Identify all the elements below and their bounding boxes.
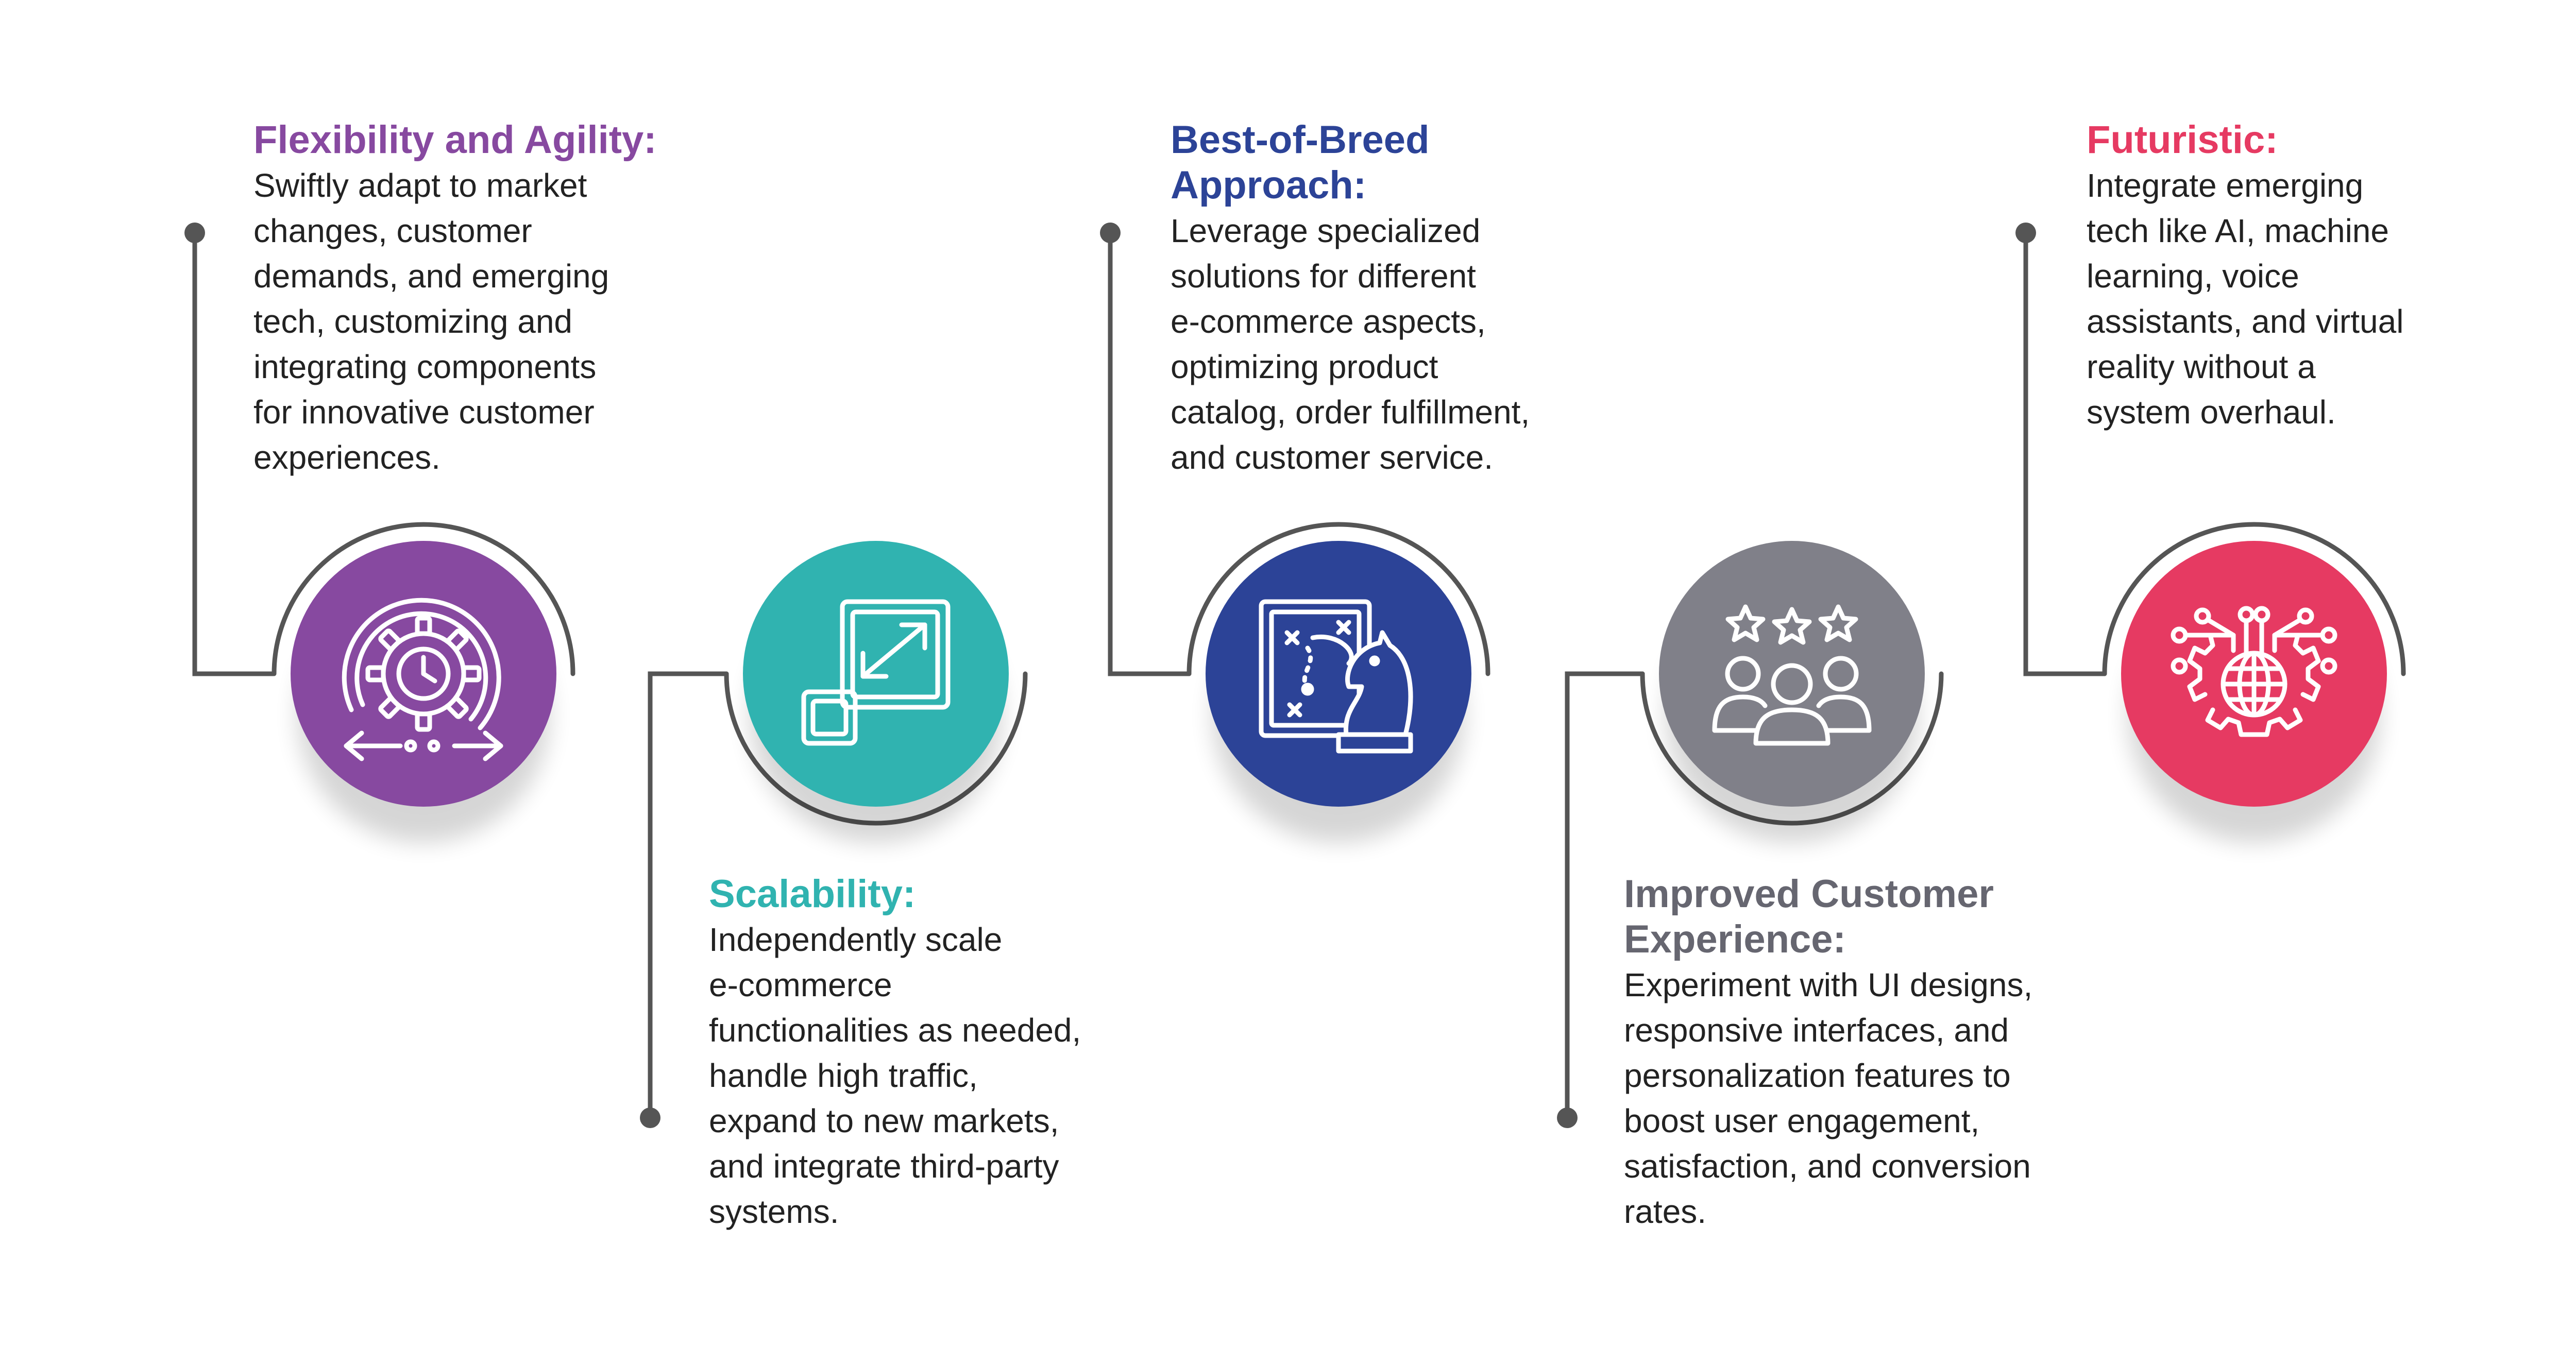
block-flexibility: Flexibility and Agility: Swiftly adapt t… bbox=[253, 117, 769, 480]
body-line: Swiftly adapt to market bbox=[253, 167, 587, 204]
block-customer-experience: Improved Customer Experience: Experiment… bbox=[1624, 872, 2139, 1234]
circle-customer-experience bbox=[1659, 541, 1925, 807]
body-flexibility: Swiftly adapt to market changes, custome… bbox=[253, 163, 769, 480]
body-line: catalog, order fulfillment, bbox=[1171, 394, 1530, 431]
body-line: solutions for different bbox=[1171, 258, 1476, 295]
title-scalability: Scalability: bbox=[709, 872, 916, 916]
title-line: Improved Customer bbox=[1624, 872, 1994, 916]
body-line: changes, customer bbox=[253, 212, 532, 249]
connector-best-of-breed bbox=[1108, 230, 1192, 676]
body-best-of-breed: Leverage specialized solutions for diffe… bbox=[1171, 208, 1686, 480]
body-line: handle high traffic, bbox=[709, 1057, 978, 1094]
resize-squares-icon bbox=[801, 599, 951, 746]
title-flexibility: Flexibility and Agility: bbox=[253, 118, 657, 162]
circles bbox=[291, 541, 2387, 843]
body-line: functionalities as needed, bbox=[709, 1012, 1081, 1049]
arc-futuristic bbox=[2102, 522, 2406, 676]
body-scalability: Independently scale e-commerce functiona… bbox=[709, 917, 1224, 1234]
title-line: Approach: bbox=[1171, 163, 1366, 207]
body-line: e-commerce aspects, bbox=[1171, 303, 1486, 340]
arc-best-of-breed bbox=[1187, 522, 1490, 676]
title-futuristic: Futuristic: bbox=[2087, 118, 2278, 162]
body-line: tech like AI, machine bbox=[2087, 212, 2389, 249]
body-line: personalization features to bbox=[1624, 1057, 2011, 1094]
title-best-of-breed: Best-of-Breed Approach: bbox=[1171, 117, 1686, 208]
dot-scalability bbox=[640, 1108, 660, 1128]
body-line: assistants, and virtual bbox=[2087, 303, 2404, 340]
body-line: e-commerce bbox=[709, 966, 892, 1003]
body-line: Experiment with UI designs, bbox=[1624, 966, 2033, 1003]
body-line: experiences. bbox=[253, 439, 440, 476]
title-customer-experience: Improved Customer Experience: bbox=[1624, 872, 2139, 962]
connector-scalability bbox=[648, 671, 729, 1120]
body-line: Leverage specialized bbox=[1171, 212, 1481, 249]
body-line: rates. bbox=[1624, 1193, 1707, 1230]
body-line: boost user engagement, bbox=[1624, 1102, 1980, 1139]
dot-flexibility bbox=[184, 223, 205, 243]
block-best-of-breed: Best-of-Breed Approach: Leverage special… bbox=[1171, 117, 1686, 480]
connector-customer-experience bbox=[1565, 671, 1645, 1120]
body-futuristic: Integrate emerging tech like AI, machine… bbox=[2087, 163, 2576, 435]
circle-scalability bbox=[743, 541, 1009, 807]
chess-strategy-icon bbox=[1259, 599, 1413, 754]
block-scalability: Scalability: Independently scale e-comme… bbox=[709, 872, 1224, 1234]
body-line: integrating components bbox=[253, 348, 597, 385]
body-line: satisfaction, and conversion bbox=[1624, 1148, 2031, 1185]
title-line: Experience: bbox=[1624, 917, 1846, 961]
gear-clock-icon bbox=[342, 598, 503, 761]
arc-flexibility bbox=[272, 522, 575, 676]
body-line: system overhaul. bbox=[2087, 394, 2336, 431]
body-line: Integrate emerging bbox=[2087, 167, 2364, 204]
body-line: expand to new markets, bbox=[709, 1102, 1059, 1139]
body-line: systems. bbox=[709, 1193, 839, 1230]
body-line: learning, voice bbox=[2087, 258, 2299, 295]
circle-best-of-breed bbox=[1206, 541, 1471, 807]
body-line: demands, and emerging bbox=[253, 258, 609, 295]
body-line: for innovative customer bbox=[253, 394, 595, 431]
connector-futuristic bbox=[2023, 230, 2107, 676]
dot-customer-experience bbox=[1557, 1108, 1578, 1128]
body-line: and integrate third-party bbox=[709, 1148, 1059, 1185]
dot-futuristic bbox=[2015, 223, 2036, 243]
connectors bbox=[192, 230, 2406, 1120]
body-line: responsive interfaces, and bbox=[1624, 1012, 2009, 1049]
dot-best-of-breed bbox=[1100, 223, 1121, 243]
globe-gear-network-icon bbox=[2171, 606, 2337, 737]
connector-dots bbox=[184, 223, 2036, 1128]
body-line: optimizing product bbox=[1171, 348, 1438, 385]
body-line: reality without a bbox=[2087, 348, 2316, 385]
body-customer-experience: Experiment with UI designs, responsive i… bbox=[1624, 962, 2139, 1234]
body-line: and customer service. bbox=[1171, 439, 1494, 476]
body-line: tech, customizing and bbox=[253, 303, 572, 340]
body-line: Independently scale bbox=[709, 921, 1003, 958]
customer-rating-icon bbox=[1712, 604, 1872, 746]
title-line: Best-of-Breed bbox=[1171, 118, 1430, 162]
connector-flexibility bbox=[192, 230, 276, 676]
block-futuristic: Futuristic: Integrate emerging tech like… bbox=[2087, 117, 2576, 435]
